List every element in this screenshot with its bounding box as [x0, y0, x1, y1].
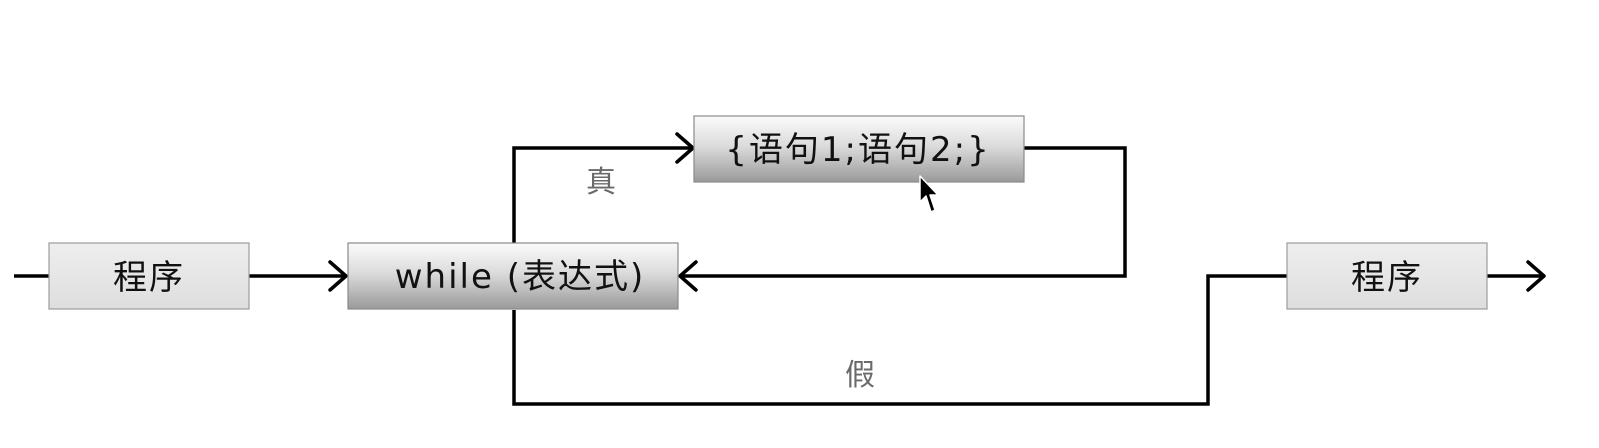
program-start-label: 程序	[113, 258, 185, 298]
node-program-start: 程序	[48, 242, 250, 310]
true-edge-label: 真	[586, 165, 616, 200]
loop-back-line	[681, 146, 1127, 278]
program-end-label: 程序	[1351, 258, 1423, 298]
false-edge-label: 假	[845, 358, 875, 393]
exit-arrowhead	[1526, 260, 1546, 292]
true-branch-line	[512, 146, 692, 243]
node-program-end: 程序	[1286, 242, 1488, 310]
mouse-pointer-icon	[919, 175, 939, 213]
while-condition-label: while (表达式)	[395, 257, 646, 297]
connectors	[14, 132, 1546, 406]
start-to-while-arrowhead	[328, 260, 348, 292]
node-loop-body: {语句1;语句2;}	[693, 115, 1025, 183]
false-branch-line	[512, 274, 1287, 406]
loop-body-label: {语句1;语句2;}	[725, 130, 990, 170]
loop-back-arrowhead	[678, 260, 698, 292]
node-while-condition: while (表达式)	[347, 242, 679, 310]
true-branch-arrowhead	[675, 132, 695, 164]
